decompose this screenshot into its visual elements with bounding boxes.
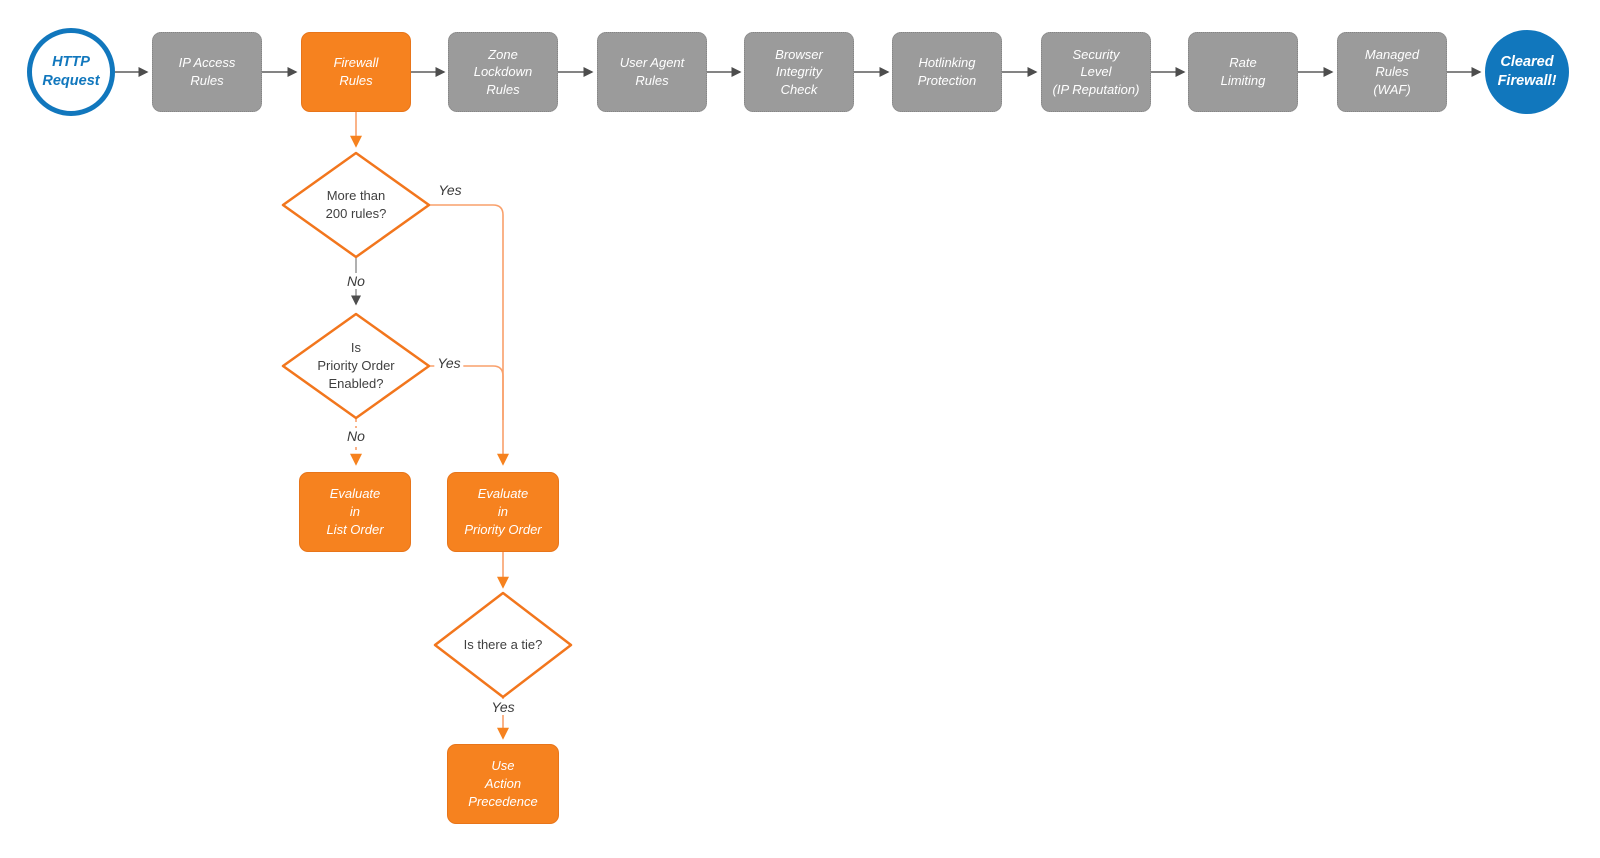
edge-label-decision2-no: No — [344, 428, 368, 444]
edge-decision2-yes — [429, 365, 504, 420]
action-evaluate-in-list-order: Evaluate in List Order — [299, 472, 411, 552]
stage-firewall-rules: Firewall Rules — [301, 32, 411, 112]
stage-label: Security Level (IP Reputation) — [1052, 46, 1140, 97]
stage-user-agent-rules: User Agent Rules — [597, 32, 707, 112]
decision-is-there-a-tie-label: Is there a tie? — [463, 636, 543, 652]
end-node-cleared-firewall: Cleared Firewall! — [1485, 30, 1569, 114]
decision-more-than-200-rules-shape — [281, 151, 431, 259]
stage-zone-lockdown-rules: Zone Lockdown Rules — [448, 32, 558, 112]
start-node-http-request: HTTP Request — [27, 28, 115, 116]
decision-is-there-a-tie-shape — [433, 591, 573, 699]
action-label: Evaluate in Priority Order — [464, 485, 542, 538]
stage-label: User Agent Rules — [619, 55, 685, 88]
stage-label: Hotlinking Protection — [917, 55, 977, 88]
stage-hotlinking-protection: Hotlinking Protection — [892, 32, 1002, 112]
stage-rate-limiting: Rate Limiting — [1188, 32, 1298, 112]
decision-priority-order-enabled-shape — [281, 312, 431, 420]
end-node-label: Cleared Firewall! — [1497, 54, 1557, 89]
stage-security-level: Security Level (IP Reputation) — [1041, 32, 1151, 112]
stage-label: Managed Rules (WAF) — [1364, 46, 1420, 97]
start-node-label: HTTP Request — [42, 54, 100, 89]
edge-label-decision1-no: No — [344, 273, 368, 289]
stage-label: Zone Lockdown Rules — [473, 46, 533, 97]
stage-ip-access-rules: IP Access Rules — [152, 32, 262, 112]
decision-more-than-200-rules-label: More than 200 rules? — [325, 187, 387, 221]
action-label: Evaluate in List Order — [326, 485, 384, 538]
edge-decision1-yes — [429, 204, 509, 466]
action-label: Use Action Precedence — [468, 757, 538, 810]
stage-label: IP Access Rules — [178, 55, 236, 88]
edge-label-decision1-yes: Yes — [438, 182, 462, 198]
stage-label: Rate Limiting — [1220, 55, 1266, 88]
decision-priority-order-enabled-label: Is Priority Order Enabled? — [317, 339, 395, 392]
edge-label-decision2-yes: Yes — [434, 355, 464, 371]
stage-label: Firewall Rules — [333, 55, 379, 88]
action-evaluate-in-priority-order: Evaluate in Priority Order — [447, 472, 559, 552]
stage-browser-integrity-check: Browser Integrity Check — [744, 32, 854, 112]
action-use-action-precedence: Use Action Precedence — [447, 744, 559, 824]
stage-label: Browser Integrity Check — [775, 46, 823, 97]
stage-managed-rules-waf: Managed Rules (WAF) — [1337, 32, 1447, 112]
edge-label-decision3-yes: Yes — [488, 699, 518, 715]
